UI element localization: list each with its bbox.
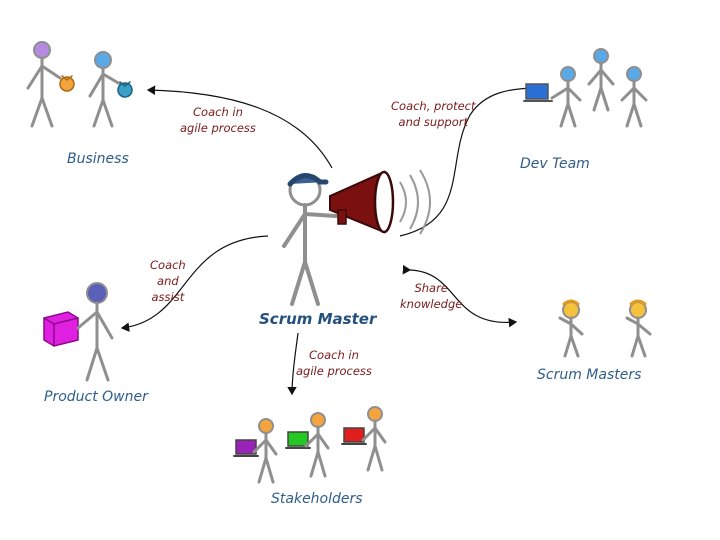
money-bag-blue-icon (117, 81, 133, 98)
edge-label-line: Coach (150, 258, 186, 272)
edge-label-line: agile process (296, 364, 372, 378)
laptop-code-icon (523, 83, 553, 102)
arrow-to-dev-team (399, 83, 542, 237)
cap-icon (287, 173, 329, 187)
business-person-1 (26, 41, 62, 128)
arrows (120, 83, 542, 396)
dev-person-2 (587, 48, 615, 112)
edge-label-line: assist (151, 290, 185, 304)
arrow-to-product-owner (120, 235, 269, 332)
edge-label-line: and (157, 274, 179, 288)
edge-label-line: and support (398, 115, 468, 129)
scrum-master-person-2 (625, 299, 652, 358)
arrow-scrum-masters (402, 264, 518, 328)
edge-label-business: Coach in agile process (180, 104, 256, 136)
stakeholder-person-3 (361, 406, 387, 472)
scrum-master-figure (282, 173, 338, 306)
scrum-master-label: Scrum Master (259, 310, 377, 328)
business-group (26, 41, 133, 128)
edge-label-product-owner: Coach and assist (150, 257, 186, 305)
dev-team-label: Dev Team (520, 156, 590, 172)
edge-label-line: Coach in (309, 348, 359, 362)
edge-label-line: knowledge (400, 297, 463, 311)
edge-label-line: agile process (180, 121, 256, 135)
edge-label-dev-team: Coach, protect and support (391, 98, 476, 130)
stakeholders-group (233, 406, 387, 484)
stakeholder-person-2 (304, 412, 330, 478)
arrow-to-business (146, 85, 333, 169)
product-owner-group (43, 282, 114, 382)
stakeholders-label: Stakeholders (271, 491, 363, 507)
scrum-masters-group (558, 299, 652, 358)
dev-team-group (523, 48, 648, 128)
dev-person-1 (550, 66, 582, 128)
laptop-green-icon (285, 431, 311, 449)
business-label: Business (67, 151, 129, 167)
scrum-masters-label: Scrum Masters (537, 367, 642, 383)
cube-icon (43, 311, 79, 347)
scrum-master-person-1 (558, 299, 584, 358)
laptop-purple-icon (233, 439, 259, 457)
business-person-2 (88, 51, 122, 128)
arrow-to-stakeholders (287, 332, 299, 396)
edge-label-scrum-masters: Share knowledge (400, 280, 462, 312)
product-owner-label: Product Owner (44, 389, 148, 405)
edge-label-line: Coach in (193, 105, 243, 119)
edge-label-line: Share (414, 281, 448, 295)
stakeholder-person-1 (252, 418, 278, 484)
megaphone-icon (329, 169, 431, 235)
dev-person-3 (620, 66, 648, 128)
laptop-red-icon (341, 427, 367, 445)
edge-label-stakeholders: Coach in agile process (296, 347, 372, 379)
money-bag-orange-icon (59, 75, 75, 92)
edge-label-line: Coach, protect (391, 99, 476, 113)
